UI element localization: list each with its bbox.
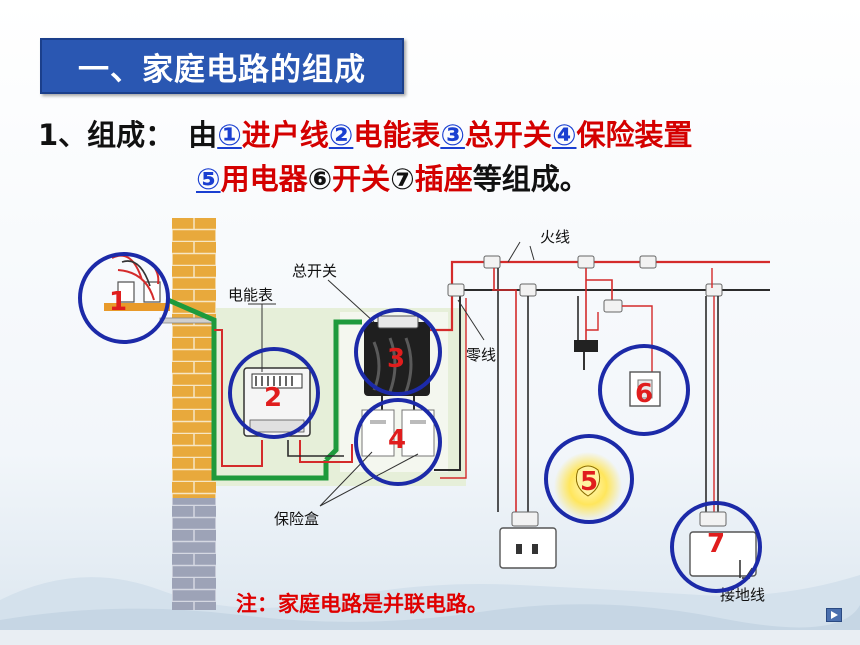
marker-circle-1 (78, 252, 170, 344)
marker-7: 7 (707, 529, 725, 559)
item-appliance: 用电器 (220, 162, 308, 196)
marker-circle-5 (544, 434, 634, 524)
entry-pipe (159, 317, 213, 324)
next-slide-button[interactable] (826, 608, 842, 622)
green-wire (167, 297, 329, 481)
label-neutral-wire: 零线 (466, 346, 496, 364)
marker-5: 5 (580, 467, 598, 497)
marker-circle-2 (228, 347, 320, 439)
composition-label: 1、组成： (38, 118, 175, 152)
marker-3: 3 (387, 344, 405, 374)
composition-line-2: ⑤用电器⑥开关⑦插座等组成。 (196, 156, 589, 198)
main-switch (364, 322, 430, 396)
composition-line-1: 1、组成： 由①进户线②电能表③总开关④保险装置 (38, 112, 693, 154)
item-number-6: ⑥ (307, 162, 333, 196)
item-fuse: 保险装置 (576, 118, 693, 152)
marker-1: 1 (109, 287, 127, 317)
label-main-switch: 总开关 (292, 262, 337, 280)
item-socket: 插座 (414, 162, 473, 196)
circuit-note: 注：家庭电路是并联电路。 (236, 592, 488, 616)
label-live-wire: 火线 (540, 228, 570, 246)
item-service-line: 进户线 (241, 118, 329, 152)
item-number-5[interactable]: ⑤ (196, 162, 221, 196)
marker-circle-6 (598, 344, 690, 436)
item-main-switch: 总开关 (464, 118, 552, 152)
insulator-bracket (104, 303, 170, 311)
marker-circle-3 (354, 308, 442, 396)
item-number-7: ⑦ (390, 162, 415, 196)
item-number-2[interactable]: ② (328, 118, 354, 152)
item-meter: 电能表 (353, 118, 441, 152)
label-ground-wire: 接地线 (720, 586, 765, 604)
socket-left (499, 527, 557, 569)
marker-circle-4 (354, 398, 442, 486)
marker-4: 4 (388, 425, 406, 455)
neutral-wire (434, 289, 770, 471)
slide-title: 一、家庭电路的组成 (40, 38, 404, 94)
lamp-holder (574, 340, 598, 352)
marker-6: 6 (635, 379, 653, 409)
marker-2: 2 (264, 383, 282, 413)
item-number-4[interactable]: ④ (551, 118, 577, 152)
fuse-box-left (361, 409, 395, 457)
label-meter: 电能表 (228, 286, 273, 304)
item-switch: 开关 (332, 162, 391, 196)
item-number-3[interactable]: ③ (440, 118, 465, 152)
brick-wall-lower (172, 498, 216, 610)
marker-circle-7 (670, 501, 762, 593)
composition-prefix: 由 (188, 118, 218, 152)
fuse-box-right (401, 409, 435, 457)
brick-wall (172, 218, 216, 498)
label-fuse-box: 保险盒 (274, 510, 319, 528)
item-number-1[interactable]: ① (217, 118, 242, 152)
composition-suffix: 等组成。 (472, 162, 589, 196)
